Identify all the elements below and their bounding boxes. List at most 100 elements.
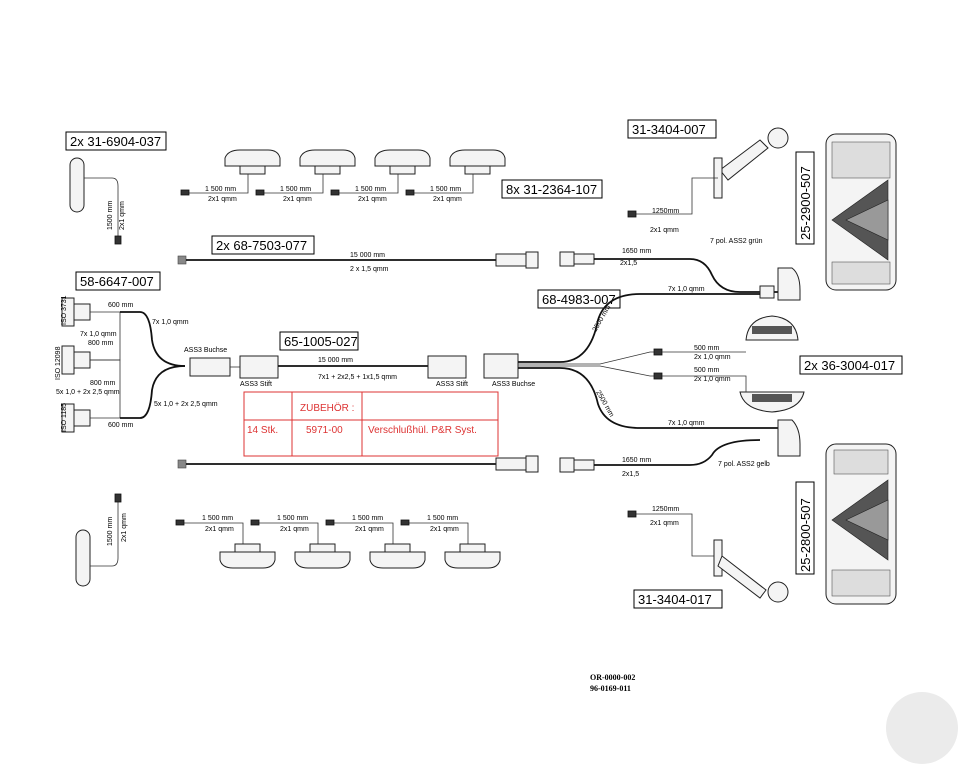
part-number-box [627,119,717,139]
connector-label: 7 pol. ASS2 grün [710,238,763,245]
cable-label: 2x1 qmm [430,526,459,533]
len-label: 1650 mm [622,248,651,255]
side-marker-lamp-bottom [75,493,122,587]
len-label: 1 500 mm [352,515,383,522]
cable-label: 2x1 qmm [205,526,234,533]
len-label: 1250mm [652,208,679,215]
len-label: 600 mm [108,422,133,429]
len-label: 1250mm [652,506,679,513]
extension-cable-bottom [177,455,539,473]
part-number-box [501,179,603,199]
cable-label: 2x 1,0 qmm [694,376,731,383]
cable-label: 2x1 qmm [358,196,387,203]
cable-label: 2x1 qmm [355,526,384,533]
len-label: 500 mm [694,367,719,374]
part-number-box [795,151,815,245]
cable-label: 2x1 qmm [280,526,309,533]
cable-label: 2x1,5 [622,471,639,478]
connector-label: ASS3 Stift [436,381,468,388]
accessory-part: 5971-00 [306,425,343,436]
cable-label: 2x1 qmm [208,196,237,203]
connector-label: ASS3 Stift [240,381,272,388]
connector-label: ASS3 Buchse [184,347,227,354]
len-label: 1 500 mm [430,186,461,193]
cable-label: 5x 1,0 + 2x 2,5 qmm [154,401,218,408]
part-number-distributor: 68-4983-007 [542,292,616,307]
outline-marker-lamp-bottom [627,510,789,603]
len-label: 15 000 mm [318,357,353,364]
len-label: 800 mm [88,340,113,347]
len-label: 1 500 mm [277,515,308,522]
part-number-box [799,355,903,375]
len-label: 800 mm [90,380,115,387]
rear-lamp-bottom [825,443,897,605]
cable-label: 7x 1,0 qmm [152,319,189,326]
len-label: 15 000 mm [350,252,385,259]
marker-lamp [219,543,276,569]
part-number-box [795,481,815,575]
marker-lamp [449,149,506,175]
cable-label: 7x 1,0 qmm [668,420,705,427]
connector-cable-top [559,251,801,301]
distributor-cable [518,293,780,429]
connector-cable-bottom [559,419,801,473]
len-label: 1 500 mm [202,515,233,522]
len-label: 1 500 mm [280,186,311,193]
marker-lamp [224,149,281,175]
cable-label: 2 x 1,5 qmm [350,266,389,273]
part-number-side-marker: 2x 31-6904-037 [70,134,161,149]
cable-label: 2x1 qmm [121,513,128,542]
marker-lamp [369,543,426,569]
part-number-rear-lamp-bottom: 25-2800-507 [798,498,813,572]
cable-label: 2x1,5 [620,260,637,267]
marker-lamp [294,543,351,569]
accessory-desc: Verschlußhül. P&R Syst. [368,425,477,436]
part-number-box [633,589,723,609]
iso-label: ISO 12098 [55,346,62,380]
top-marker-lamps [180,149,506,196]
rear-lamp-top [825,133,897,291]
accessory-qty: 14 Stk. [247,425,278,436]
len-label: 1500 mm [107,201,114,230]
corner-button[interactable] [886,692,958,764]
part-number-outline-top: 31-3404-007 [632,122,706,137]
cable-label: 7x1 + 2x2,5 + 1x1,5 qmm [318,374,397,381]
part-number-box [279,331,359,351]
part-number-rear-lamp-top: 25-2900-507 [798,166,813,240]
part-number-box [75,271,161,291]
connector-label: 7 pol. ASS2 gelb [718,461,770,468]
socket-cable-left [61,297,240,433]
accessory-header: ZUBEHÖR : [300,402,354,414]
cable-label: 2x1 qmm [283,196,312,203]
part-number-outline-bottom: 31-3404-017 [638,592,712,607]
cable-label: 7x 1,0 qmm [80,331,117,338]
part-number-top-markers: 8x 31-2364-107 [506,182,597,197]
iso-label: ISO 1185 [61,403,68,432]
iso-label: ISO 3731 [61,295,68,325]
cable-label: 2x1 qmm [433,196,462,203]
cable-label: 7x 1,0 qmm [668,286,705,293]
len-label: 1 500 mm [427,515,458,522]
cable-label: 2x 1,0 qmm [694,354,731,361]
plate-lamps [662,315,805,413]
part-number-box [211,235,315,255]
part-number-socket-cable: 58-6647-007 [80,274,154,289]
cable-label: 2x1 qmm [119,201,126,230]
part-number-box [65,131,167,151]
part-number-extension-cable: 2x 68-7503-077 [216,238,307,253]
cable-label: 2x1 qmm [650,520,679,527]
marker-lamp [299,149,356,175]
doc-code-1: OR-0000-002 [590,673,635,682]
doc-code-2: 96-0169-011 [590,684,631,693]
marker-lamp [444,543,501,569]
part-number-main-cable: 65-1005-027 [284,334,358,349]
part-number-box [537,289,621,309]
len-label: 1650 mm [622,457,651,464]
outline-marker-lamp-top [627,127,789,218]
len-label: 600 mm [108,302,133,309]
len-label: 1 500 mm [205,186,236,193]
len-label: 1 500 mm [355,186,386,193]
side-marker-lamp-top [69,157,122,245]
connector-label: ASS3 Buchse [492,381,535,388]
